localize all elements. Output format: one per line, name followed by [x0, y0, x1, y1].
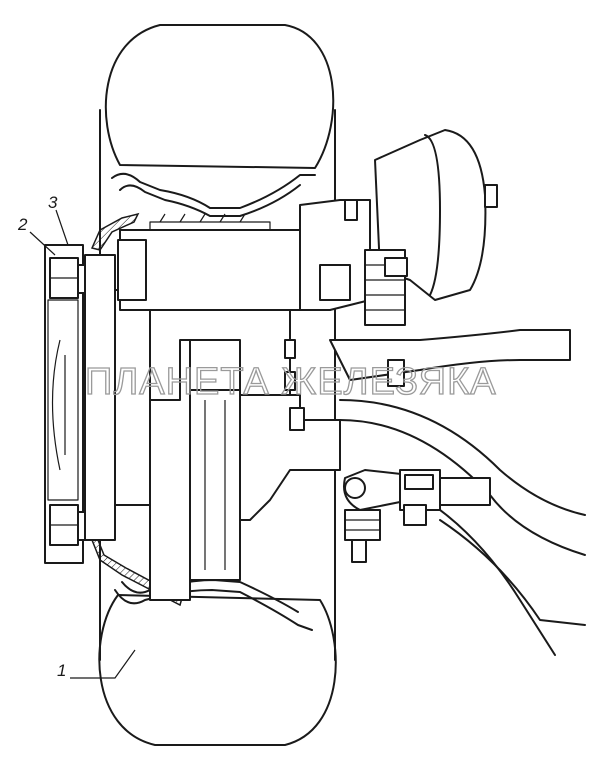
knuckle-bolts: [284, 339, 305, 431]
tire-lower: [98, 594, 337, 746]
tie-rod-end: [343, 469, 491, 563]
callout-3: 3: [48, 193, 58, 212]
brake-chamber-bracket: [299, 199, 371, 311]
callout-leaders: [29, 209, 136, 679]
steering-arm: [329, 329, 571, 387]
callout-2: 2: [17, 215, 28, 234]
steering-knuckle: [117, 213, 341, 521]
tire-upper: [104, 24, 335, 169]
watermark-text: ПЛАНЕТА ЖЕЛЕЗЯКА: [85, 361, 497, 403]
callout-1: 1: [57, 661, 66, 680]
brake-chamber: [364, 129, 498, 326]
hub-body: [51, 254, 151, 541]
rim-upper: [111, 172, 316, 217]
